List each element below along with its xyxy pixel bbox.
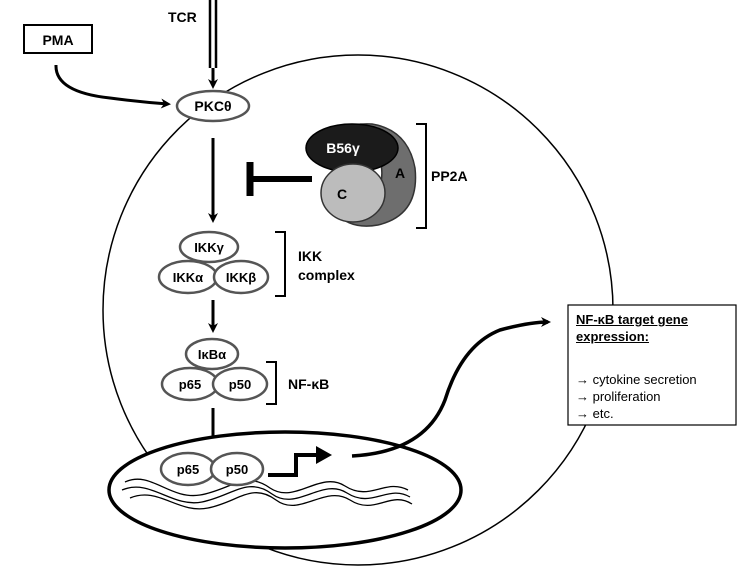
p50-node — [211, 366, 269, 402]
ikk-label-line2: complex — [298, 267, 355, 283]
target-item-cytokine: → cytokine secretion — [576, 372, 697, 387]
pkc-label: PKCθ — [194, 98, 231, 114]
nuclear-p50-node — [209, 451, 265, 487]
nfkb-bracket — [266, 361, 277, 405]
dna-strand-1 — [124, 478, 409, 497]
transcription-start-line — [268, 453, 318, 477]
ikk-gamma-label: IKKγ — [194, 240, 224, 255]
pma-to-pkc-arrow — [54, 64, 171, 109]
ikk-label-line1: IKK — [298, 248, 322, 264]
pp2a-label: PP2A — [431, 168, 468, 184]
dna-strand-2 — [121, 486, 411, 504]
target-item-etc: → etc. — [576, 406, 614, 421]
pp2a-c-subunit — [320, 163, 386, 223]
target-box-title-line1: NF-κB target gene — [576, 312, 688, 327]
ikb-label: IκBα — [198, 347, 226, 362]
ikb-alpha-node — [184, 337, 240, 371]
pkc-theta-node — [175, 89, 251, 123]
ikk-gamma-node — [178, 230, 240, 264]
target-box-list: → cytokine secretion → proliferation → e… — [576, 371, 697, 422]
target-box-title: NF-κB target gene expression: — [576, 311, 688, 345]
nuclear-p50-label: p50 — [226, 462, 248, 477]
expression-arrow — [351, 317, 551, 458]
c-label: C — [337, 186, 347, 202]
pma-box — [23, 24, 93, 54]
ikk-bracket — [275, 231, 286, 297]
dna-strand-3 — [129, 492, 413, 510]
nuclear-p65-label: p65 — [177, 462, 199, 477]
p50-label: p50 — [229, 377, 251, 392]
b56-label: B56γ — [326, 140, 360, 156]
target-box-title-line2: expression: — [576, 329, 649, 344]
ikk-beta-node — [212, 259, 270, 295]
pma-label: PMA — [42, 32, 73, 48]
nucleus — [107, 430, 463, 550]
pp2a-bracket — [416, 123, 427, 229]
p65-label: p65 — [179, 377, 201, 392]
tcr-label: TCR — [168, 9, 197, 25]
ikk-beta-label: IKKβ — [226, 270, 256, 285]
a-label: A — [395, 165, 405, 181]
transcription-start-arrowhead — [316, 446, 332, 464]
ikk-alpha-label: IKKα — [173, 270, 203, 285]
nfkb-label: NF-κB — [288, 376, 329, 392]
target-gene-box — [567, 304, 737, 426]
target-item-proliferation: → proliferation — [576, 389, 661, 404]
